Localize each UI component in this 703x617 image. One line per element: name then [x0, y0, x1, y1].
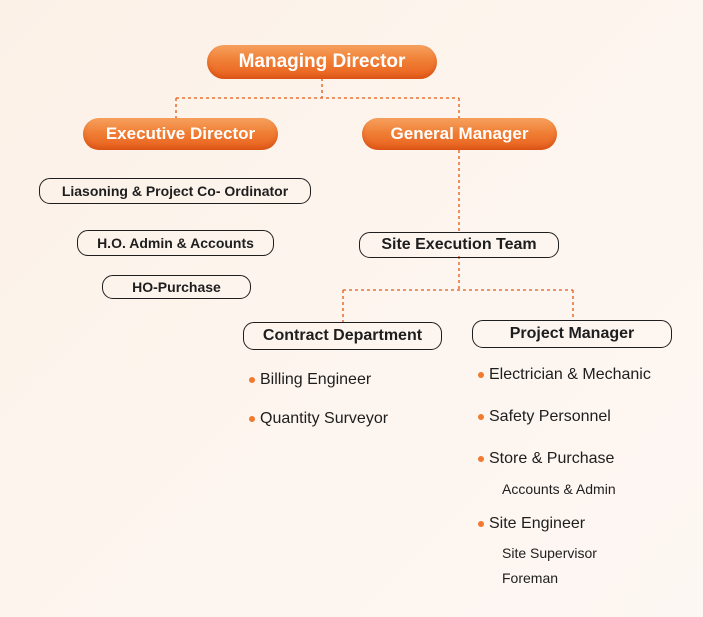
connector-site-team-to-departments	[342, 256, 574, 322]
bullet-dot-icon	[249, 416, 255, 422]
bullet-dot-icon	[249, 377, 255, 383]
sub-item: Foreman	[502, 570, 559, 586]
list-item-label: Site Engineer	[489, 515, 586, 532]
purchase-box: HO-Purchase	[102, 275, 251, 299]
managing-director-box: Managing Director	[207, 45, 437, 79]
general-manager-label: General Manager	[390, 124, 529, 143]
list-item: Site Engineer	[478, 515, 585, 533]
admin-accounts-box: H.O. Admin & Accounts	[77, 230, 274, 256]
site-execution-team-box: Site Execution Team	[359, 232, 559, 258]
project-manager-box: Project Manager	[472, 320, 672, 348]
liasoning-box: Liasoning & Project Co- Ordinator	[39, 178, 311, 204]
list-item-label: Quantity Surveyor	[260, 410, 389, 427]
admin-accounts-label: H.O. Admin & Accounts	[97, 235, 254, 251]
list-item-label: Store & Purchase	[489, 450, 615, 467]
connector-md-to-directors	[175, 78, 460, 118]
bullet-dot-icon	[478, 414, 484, 420]
list-item: Billing Engineer	[249, 371, 371, 389]
project-manager-label: Project Manager	[509, 325, 635, 342]
bullet-dot-icon	[478, 456, 484, 462]
managing-director-label: Managing Director	[238, 51, 406, 72]
general-manager-box: General Manager	[362, 118, 557, 150]
contract-department-label: Contract Department	[262, 327, 423, 344]
list-item: Quantity Surveyor	[249, 410, 388, 428]
list-item: Store & Purchase	[478, 450, 614, 468]
list-item-label: Billing Engineer	[260, 371, 372, 388]
executive-director-label: Executive Director	[105, 124, 256, 143]
purchase-label: HO-Purchase	[132, 279, 221, 295]
list-item-label: Safety Personnel	[489, 408, 611, 425]
list-item-label: Electrician & Mechanic	[489, 366, 651, 383]
sub-item: Accounts & Admin	[502, 481, 616, 497]
liasoning-label: Liasoning & Project Co- Ordinator	[61, 183, 289, 199]
executive-director-box: Executive Director	[83, 118, 278, 150]
sub-item: Site Supervisor	[502, 545, 597, 561]
site-execution-team-label: Site Execution Team	[381, 236, 537, 253]
bullet-dot-icon	[478, 372, 484, 378]
list-item: Safety Personnel	[478, 408, 611, 426]
contract-department-box: Contract Department	[243, 322, 442, 350]
bullet-dot-icon	[478, 521, 484, 527]
list-item: Electrician & Mechanic	[478, 366, 651, 384]
